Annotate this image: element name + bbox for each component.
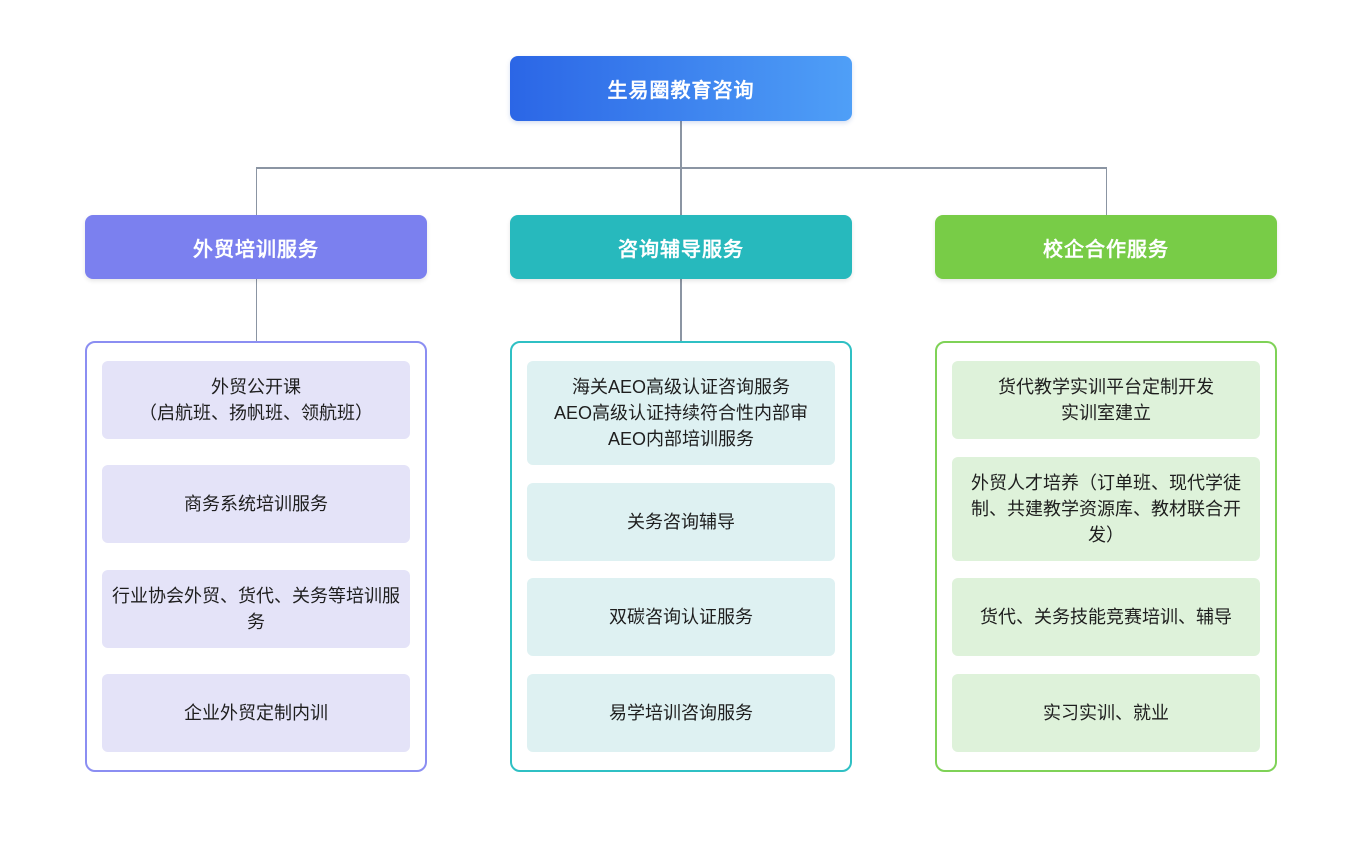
leaf-card: 易学培训咨询服务 (527, 673, 835, 752)
panel-foreign-trade-training: 外贸公开课 （启航班、扬帆班、领航班） 商务系统培训服务 行业协会外贸、货代、关… (85, 341, 427, 772)
leaf-card: 实习实训、就业 (952, 673, 1260, 752)
connector-branch3-drop (1105, 167, 1107, 215)
leaf-card: 外贸人才培养（订单班、现代学徒制、共建教学资源库、教材联合开发） (952, 456, 1260, 561)
root-node-label: 生易圈教育咨询 (607, 80, 755, 102)
panel-school-enterprise: 货代教学实训平台定制开发 实训室建立 外贸人才培养（订单班、现代学徒制、共建教学… (935, 341, 1277, 772)
leaf-card: 关务咨询辅导 (527, 482, 835, 561)
leaf-card: 货代、关务技能竞赛培训、辅导 (952, 578, 1260, 657)
branch-header-label: 咨询辅导服务 (618, 238, 744, 261)
branch-header-label: 校企合作服务 (1043, 238, 1169, 261)
root-node: 生易圈教育咨询 (510, 56, 852, 121)
branch-header-foreign-trade-training: 外贸培训服务 (85, 215, 427, 279)
branch-header-label: 外贸培训服务 (193, 238, 319, 261)
leaf-card: 行业协会外贸、货代、关务等培训服务 (102, 569, 410, 648)
leaf-card: 海关AEO高级认证咨询服务 AEO高级认证持续符合性内部审 AEO内部培训服务 (527, 361, 835, 465)
leaf-card: 企业外贸定制内训 (102, 673, 410, 752)
connector-branch2-panel-link (680, 279, 682, 341)
panel-consulting-coaching: 海关AEO高级认证咨询服务 AEO高级认证持续符合性内部审 AEO内部培训服务 … (510, 341, 852, 772)
leaf-card: 外贸公开课 （启航班、扬帆班、领航班） (102, 361, 410, 439)
leaf-card: 双碳咨询认证服务 (527, 578, 835, 657)
leaf-card: 商务系统培训服务 (102, 465, 410, 544)
branch-header-consulting-coaching: 咨询辅导服务 (510, 215, 852, 279)
leaf-card: 货代教学实训平台定制开发 实训室建立 (952, 361, 1260, 439)
connector-horizontal (255, 167, 1107, 169)
connector-branch1-panel-link (255, 279, 257, 341)
branch-header-school-enterprise: 校企合作服务 (935, 215, 1277, 279)
connector-branch1-drop (255, 167, 257, 215)
